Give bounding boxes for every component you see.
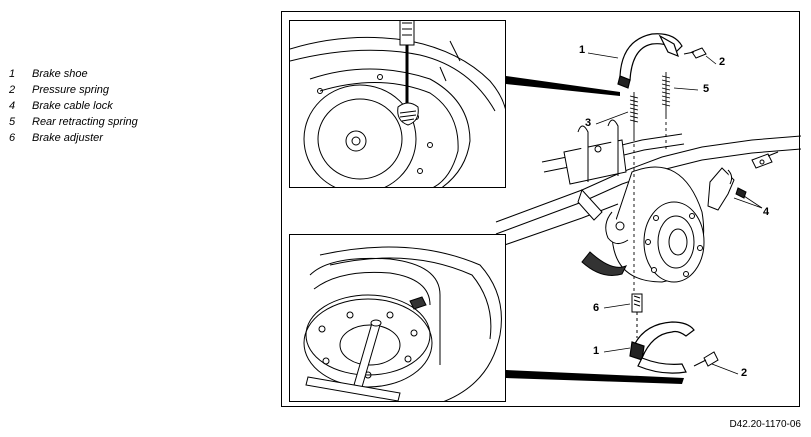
legend-label: Brake shoe [32,68,88,80]
legend-item: 6 Brake adjuster [9,130,138,146]
brake-shoe-bottom [629,321,695,374]
detail-inset-spring-removal [289,20,506,188]
callout-brake-shoe-top: 1 [579,44,586,56]
rear-retracting-spring [661,72,671,152]
pressure-spring-bottom [693,351,719,367]
legend-label: Pressure spring [32,84,110,96]
brake-assembly-drawing [495,33,801,384]
legend-label: Brake cable lock [32,100,113,112]
legend-number: 6 [9,132,16,144]
callout-pressure-spring-top: 2 [719,56,726,68]
brake-adjuster [631,293,643,338]
adjuster-detail [303,246,502,401]
leader-lines [587,52,763,375]
figure-reference: D42.20-1170-06 [729,419,801,430]
callout-pressure-spring-bottom: 2 [741,367,748,379]
legend-item: 4 Brake cable lock [9,98,138,114]
legend-label: Rear retracting spring [32,116,138,128]
spring-removal-detail [290,21,505,187]
legend-label: Brake adjuster [32,132,103,144]
inset-pointer-top [506,76,620,96]
diagram-frame: 1 2 5 3 4 6 1 2 [281,11,801,407]
callout-rear-retracting-spring: 5 [703,83,710,95]
callout-brake-shoe-bottom: 1 [593,345,600,357]
wheel-hub [581,166,705,283]
legend-item: 2 Pressure spring [9,82,138,98]
callout-spring-3: 3 [585,117,592,129]
legend-number: 1 [9,68,16,80]
legend-item: 1 Brake shoe [9,66,138,82]
legend-number: 2 [9,84,16,96]
brake-cable-lock [707,151,779,211]
legend-number: 4 [9,100,16,112]
detail-inset-adjuster [289,234,506,402]
brake-shoe-top [617,33,683,89]
legend-number: 5 [9,116,16,128]
spring-mount [563,119,627,221]
inset-pointer-bottom [506,370,684,384]
parts-legend: 1 Brake shoe 2 Pressure spring 4 Brake c… [9,66,138,146]
callout-brake-adjuster: 6 [593,302,600,314]
pressure-spring-top [683,47,707,59]
legend-item: 5 Rear retracting spring [9,114,138,130]
retracting-spring-3 [629,92,639,312]
callout-brake-cable-lock: 4 [763,206,770,218]
